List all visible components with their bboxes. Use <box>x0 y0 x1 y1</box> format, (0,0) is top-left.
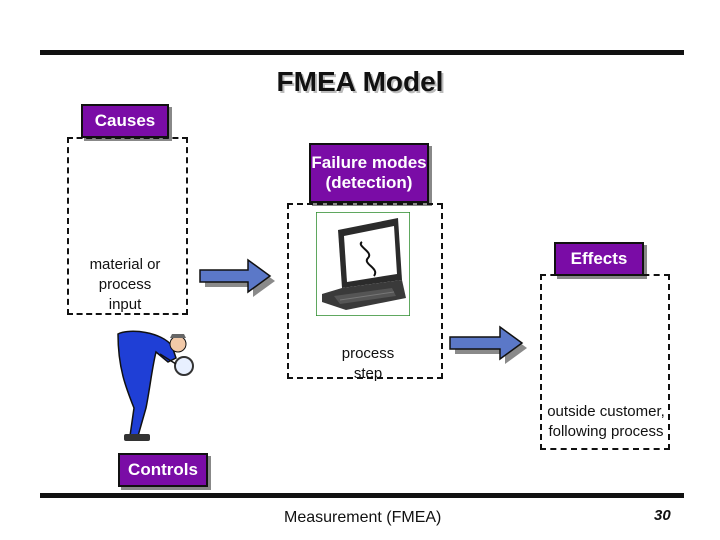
input-text: material or process input <box>70 255 180 315</box>
slide-title: FMEA Model <box>276 66 444 97</box>
causes-label: Causes <box>81 104 169 138</box>
top-rule <box>40 50 684 55</box>
effects-label: Effects <box>554 242 644 276</box>
failure-modes-line1: Failure modes <box>311 153 427 173</box>
process-step-box <box>287 203 443 379</box>
process-step-text: process step <box>318 344 418 384</box>
causes-label-text: Causes <box>94 111 156 131</box>
arrow-process-to-effects-icon <box>449 325 527 364</box>
bottom-rule <box>40 493 684 498</box>
input-text-line3: input <box>108 296 142 313</box>
output-text-line2: following process <box>548 423 664 440</box>
input-text-line1: material or <box>89 256 161 273</box>
process-step-line1: process <box>341 345 395 362</box>
effects-label-text: Effects <box>570 249 628 269</box>
effects-box <box>540 274 670 450</box>
page-number: 30 <box>654 507 671 524</box>
laptop-icon <box>316 212 410 316</box>
controls-label: Controls <box>118 453 208 487</box>
output-text-line1: outside customer, <box>547 403 665 420</box>
failure-modes-label: Failure modes (detection) <box>309 143 429 203</box>
arrow-input-to-process-icon <box>199 258 275 297</box>
controls-label-text: Controls <box>128 460 198 480</box>
causes-box <box>67 137 188 315</box>
input-text-line2: process <box>98 276 152 293</box>
inspector-figure-icon <box>117 330 194 441</box>
output-text: outside customer, following process <box>528 402 684 442</box>
process-step-line2: step <box>353 365 383 382</box>
failure-modes-line2: (detection) <box>325 173 413 192</box>
footer-text: Measurement (FMEA) <box>284 509 442 526</box>
